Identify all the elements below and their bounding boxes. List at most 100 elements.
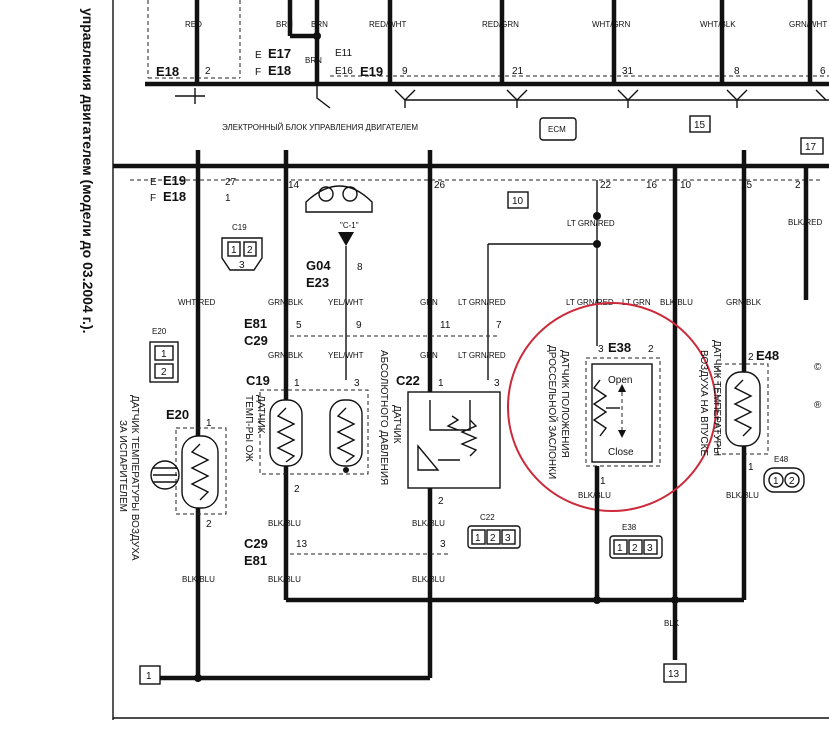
sensor-e48-text-1: ДАТЧИК ТЕМПЕРАТУРЫ xyxy=(711,340,722,456)
sensor-e20: E20 1 2 ДАТЧИК ТЕМПЕРАТУРЫ ВОЗДУХА ЗА ИС… xyxy=(117,395,227,561)
svg-text:2: 2 xyxy=(438,496,444,507)
svg-text:1: 1 xyxy=(773,476,779,487)
svg-text:2: 2 xyxy=(206,519,212,530)
e38-open: Open xyxy=(608,375,632,386)
side-title: управления двигателем (модели до 03.2004… xyxy=(80,8,96,334)
wire-lt-grn-red: LT GRN/RED xyxy=(458,298,506,307)
conn-e19-top: E19 xyxy=(360,64,383,79)
sensor-e38-text-2: ДРОССЕЛЬНОЙ ЗАСЛОНКИ xyxy=(546,345,559,479)
wire-grn-blk-low: GRN/BLK xyxy=(268,351,304,360)
svg-text:2: 2 xyxy=(789,476,795,487)
ecm-icon: ECM xyxy=(539,117,577,141)
left-circle-e: E xyxy=(150,177,157,188)
ref-box-13[interactable]: 13 xyxy=(663,663,687,683)
circle-f-top: F xyxy=(255,67,261,78)
c19-connector-icon: C19 1 2 3 xyxy=(221,223,263,271)
circle-e-top: E xyxy=(255,50,262,61)
left-conn-e18: E18 xyxy=(163,189,186,204)
conn-e81-low: E81 xyxy=(244,553,267,568)
conn-c29: C29 xyxy=(244,333,268,348)
right-symbol-d: ® xyxy=(814,400,822,411)
svg-text:1: 1 xyxy=(475,533,481,544)
e81-pin-5: 5 xyxy=(296,320,302,331)
ref-box-17[interactable]: 17 xyxy=(800,137,824,155)
ref-box-10[interactable]: 10 xyxy=(507,191,529,209)
ref-box-15[interactable]: 15 xyxy=(689,115,711,133)
sensor-e20-label: E20 xyxy=(166,407,189,422)
pin-top-9: 9 xyxy=(402,66,408,77)
svg-text:2: 2 xyxy=(490,533,496,544)
e38-connector-icon: E38 1 2 3 xyxy=(609,523,663,559)
sensor-e48: E48 2 1 ДАТЧИК ТЕМПЕРАТУРЫ ВОЗДУХА НА ВП… xyxy=(698,340,779,473)
svg-text:1: 1 xyxy=(617,543,623,554)
sensor-e20-text-2: ЗА ИСПАРИТЕЛЕМ xyxy=(117,420,128,512)
wire-label-brn-1: BRN xyxy=(276,20,293,29)
sensor-e38: E38 3 2 1 Open Close ДАТЧИК ПОЛОЖЕНИЯ ДР… xyxy=(546,340,661,487)
right-symbol-c: © xyxy=(814,362,822,373)
e20-connector-icon: E20 1 2 xyxy=(149,327,179,383)
svg-text:3: 3 xyxy=(239,260,245,271)
pin-c29-13: 13 xyxy=(296,539,308,550)
svg-text:1: 1 xyxy=(231,245,237,256)
meter-cluster-icon: "C-1" xyxy=(305,185,373,246)
wire-grn-blk: GRN/BLK xyxy=(268,298,304,307)
ecu-pin-2: 2 xyxy=(795,180,801,191)
wire-label-red-grn: RED/GRN xyxy=(482,20,519,29)
conn-e11: E11 xyxy=(335,48,352,59)
svg-text:10: 10 xyxy=(512,196,524,207)
svg-text:C22: C22 xyxy=(480,513,495,522)
ecu-pin-10: 10 xyxy=(680,180,692,191)
conn-e17: E17 xyxy=(268,46,291,61)
svg-text:1: 1 xyxy=(161,349,167,360)
wire-label-wht-blk: WHT/BLK xyxy=(700,20,736,29)
sensor-e38-label: E38 xyxy=(608,340,631,355)
wire-blk-blu-4: BLK/BLU xyxy=(412,575,445,584)
pin-top-8: 8 xyxy=(734,66,740,77)
svg-text:13: 13 xyxy=(668,669,680,680)
svg-text:1: 1 xyxy=(206,418,212,429)
sensor-c19-label: C19 xyxy=(246,373,270,388)
conn-e18-top: E18 xyxy=(156,64,179,79)
conn-e16: E16 xyxy=(335,66,353,77)
svg-text:2: 2 xyxy=(247,245,253,256)
svg-text:3: 3 xyxy=(354,378,360,389)
svg-text:ECM: ECM xyxy=(548,125,566,134)
sensor-c19-text-2: ТЕМП-РЫ ОЖ xyxy=(243,395,254,462)
wire-label-grn-wht: GRN/WHT xyxy=(789,20,827,29)
meter-label: "C-1" xyxy=(340,221,359,230)
ecu-title: ЭЛЕКТРОННЫЙ БЛОК УПРАВЛЕНИЯ ДВИГАТЕЛЕМ xyxy=(222,123,418,132)
left-conn-e19: E19 xyxy=(163,173,186,188)
highlight-circle xyxy=(507,302,717,512)
pin-g04-8: 8 xyxy=(357,262,363,273)
svg-text:2: 2 xyxy=(161,367,167,378)
sensor-e48-text-2: ВОЗДУХА НА ВПУСКЕ xyxy=(698,350,709,456)
sensor-e48-label: E48 xyxy=(756,348,779,363)
wire-label-wht-grn: WHT/GRN xyxy=(592,20,630,29)
wire-blk-blu-3: BLK/BLU xyxy=(268,575,301,584)
wire-lt-grn-red-e38: LT GRN/RED xyxy=(567,219,615,228)
sensor-c22: C22 1 3 2 ДАТЧИК АБСОЛЮТНОГО ДАВЛЕНИЯ xyxy=(378,350,501,507)
wire-e38-blk-blu: BLK/BLU xyxy=(578,491,611,500)
svg-text:E20: E20 xyxy=(152,327,167,336)
conn-c29-low: C29 xyxy=(244,536,268,551)
pin-top-31: 31 xyxy=(622,66,634,77)
pin-top-21: 21 xyxy=(512,66,524,77)
ref-box-1[interactable]: 1 xyxy=(139,665,161,685)
ground-bus xyxy=(150,596,744,682)
pin-top-2: 2 xyxy=(205,66,211,77)
svg-text:17: 17 xyxy=(805,142,817,153)
wire-blk-blu-top: BLK/BLU xyxy=(660,298,693,307)
e81-pin-7: 7 xyxy=(496,320,502,331)
svg-text:1: 1 xyxy=(748,462,754,473)
wire-grn: GRN xyxy=(420,298,438,307)
pin-c29-3: 3 xyxy=(440,539,446,550)
sensor-e38-text-1: ДАТЧИК ПОЛОЖЕНИЯ xyxy=(559,350,570,458)
svg-text:3: 3 xyxy=(647,543,653,554)
ecu-pin-16: 16 xyxy=(646,180,658,191)
wire-blk-blu-2: BLK/BLU xyxy=(412,519,445,528)
left-pin-27: 27 xyxy=(225,177,237,188)
conn-e23: E23 xyxy=(306,275,329,290)
wire-blk-blu-1: BLK/BLU xyxy=(268,519,301,528)
wire-yel-wht: YEL/WHT xyxy=(328,298,364,307)
